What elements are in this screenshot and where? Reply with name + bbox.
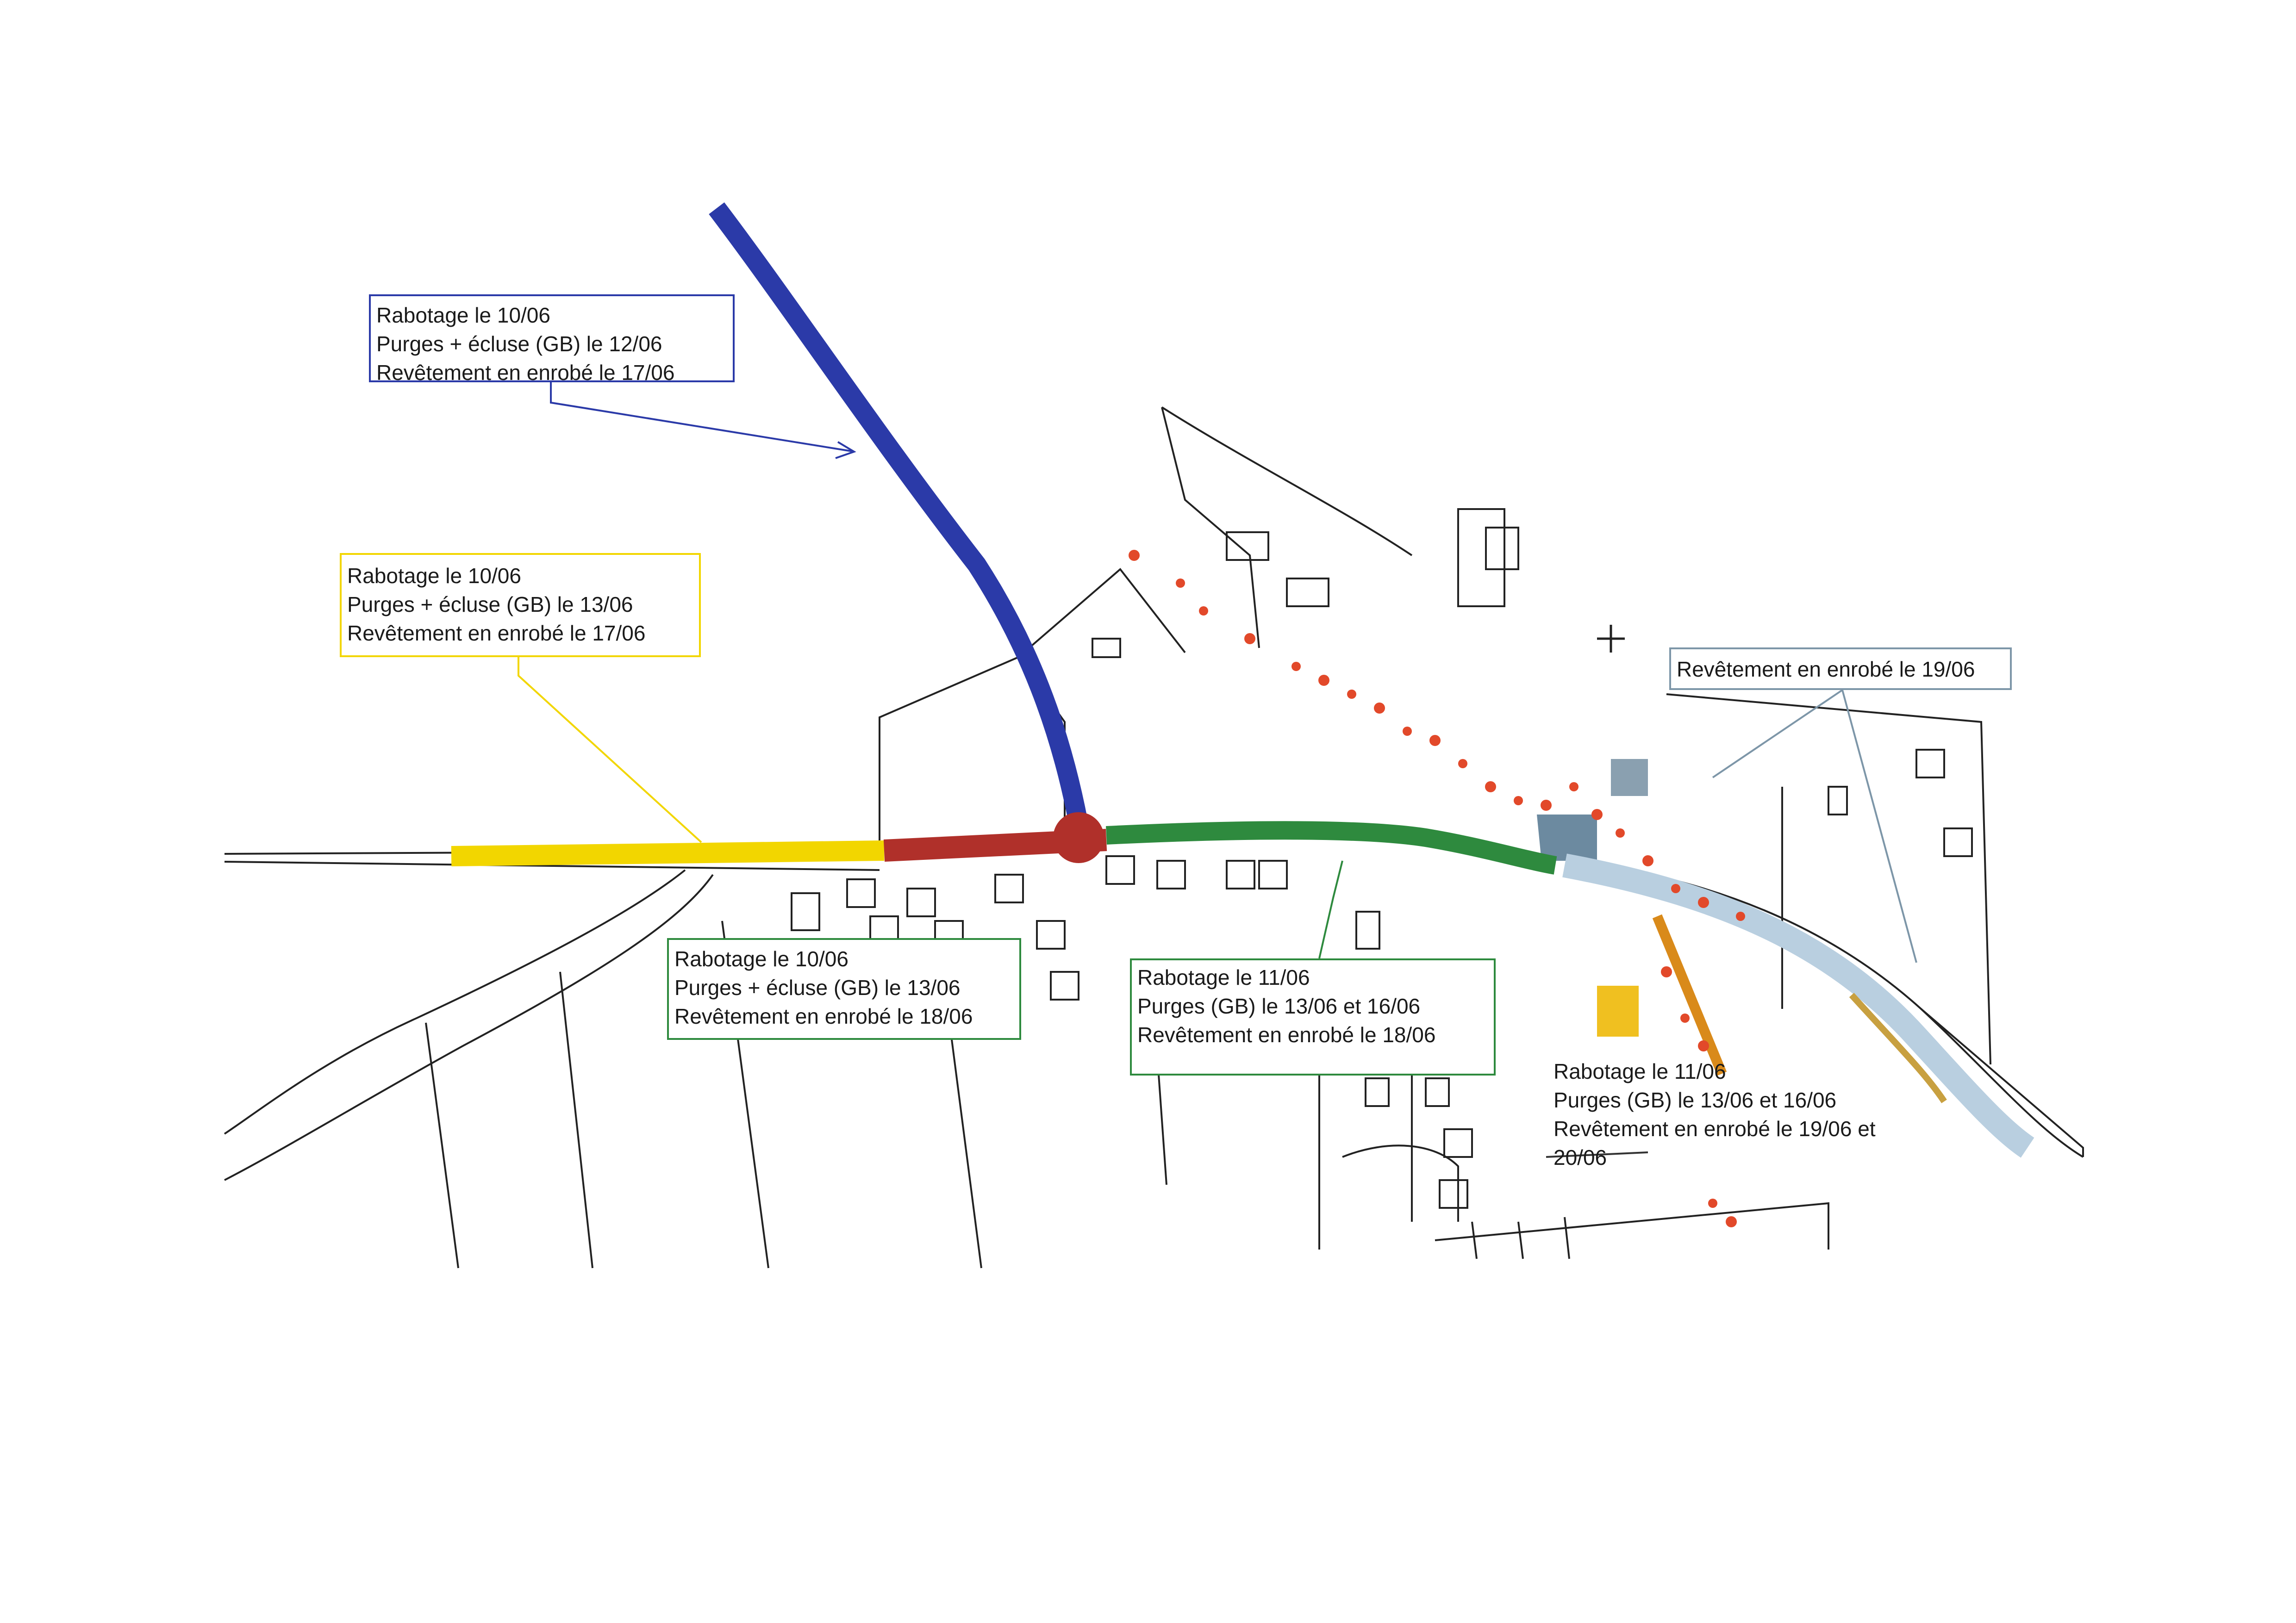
yellow-connector bbox=[518, 657, 702, 843]
north-arrow-icon bbox=[1597, 625, 1625, 653]
callout-central-road: Rabotage le 11/06 Purges (GB) le 13/06 e… bbox=[1130, 958, 1496, 1076]
callout-line: Purges (GB) le 13/06 et 16/06 bbox=[1137, 994, 1421, 1018]
callout-crossroads: Rabotage le 10/06 Purges + écluse (GB) l… bbox=[667, 938, 1021, 1040]
callout-line: Purges + écluse (GB) le 13/06 bbox=[674, 976, 961, 1000]
callout-connectors bbox=[518, 382, 1917, 1158]
village-center-detail bbox=[1537, 759, 1648, 1037]
callout-line: 20/06 bbox=[1554, 1145, 1607, 1169]
callout-line: Rabotage le 10/06 bbox=[347, 564, 521, 588]
callout-line: Purges (GB) le 13/06 et 16/06 bbox=[1554, 1088, 1837, 1112]
callout-line: Rabotage le 11/06 bbox=[1137, 965, 1310, 989]
callout-line: Revêtement en enrobé le 19/06 et bbox=[1554, 1117, 1876, 1141]
callout-line: Purges + écluse (GB) le 13/06 bbox=[347, 592, 633, 616]
west-road-segment bbox=[451, 840, 885, 866]
callout-south-road: Rabotage le 11/06 Purges (GB) le 13/06 e… bbox=[1546, 1051, 1907, 1170]
road-segments bbox=[451, 202, 2034, 1158]
green2-connector bbox=[1318, 860, 1343, 959]
callout-line: Rabotage le 11/06 bbox=[1554, 1059, 1726, 1083]
callout-line: Purges + écluse (GB) le 12/06 bbox=[376, 332, 662, 356]
east-road-edge bbox=[1849, 993, 1947, 1103]
orange-connector bbox=[1546, 1151, 1648, 1158]
callout-line: Revêtement en enrobé le 19/06 bbox=[1677, 657, 1975, 681]
grey-connector-1 bbox=[1712, 689, 1843, 778]
callout-line: Rabotage le 10/06 bbox=[376, 303, 550, 327]
callout-line: Revêtement en enrobé le 18/06 bbox=[1137, 1023, 1436, 1047]
callout-line: Revêtement en enrobé le 17/06 bbox=[376, 361, 675, 385]
callout-north-road: Rabotage le 10/06 Purges + écluse (GB) l… bbox=[369, 294, 735, 385]
central-road-segment bbox=[1106, 821, 1557, 875]
blue-connector bbox=[550, 382, 852, 452]
blue-arrowhead bbox=[835, 441, 856, 459]
work-markers bbox=[1129, 550, 1745, 1227]
south-road-segment bbox=[1652, 914, 1727, 1076]
callout-east-road: Revêtement en enrobé le 19/06 bbox=[1669, 647, 2012, 690]
callout-line: Rabotage le 10/06 bbox=[674, 947, 849, 971]
callout-line: Revêtement en enrobé le 18/06 bbox=[674, 1004, 973, 1028]
crossroads-junction bbox=[1053, 812, 1104, 863]
callout-west-road: Rabotage le 10/06 Purges + écluse (GB) l… bbox=[340, 553, 701, 657]
callout-line: Revêtement en enrobé le 17/06 bbox=[347, 621, 646, 645]
grey-connector-2 bbox=[1841, 690, 1917, 963]
north-road-segment bbox=[709, 202, 1088, 826]
